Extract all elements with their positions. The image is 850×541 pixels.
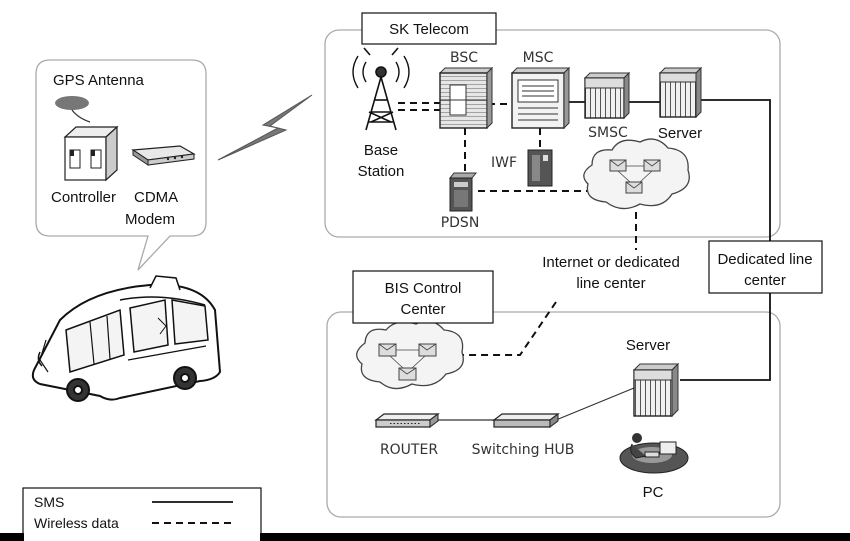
pc-user-icon bbox=[619, 433, 689, 474]
bus-icon bbox=[31, 275, 222, 402]
antenna-tower-icon bbox=[352, 47, 410, 131]
legend-box bbox=[22, 487, 262, 541]
bsc-rack-icon bbox=[438, 66, 494, 130]
dedicated-line-box bbox=[708, 240, 823, 294]
sk-telecom-title: SK Telecom bbox=[389, 21, 469, 38]
pdsn-label: PDSN bbox=[441, 215, 480, 231]
legend-wireless-label: Wireless data bbox=[34, 515, 119, 531]
bis-title-box bbox=[352, 270, 494, 324]
bis-panel bbox=[326, 311, 781, 518]
sk-telecom-panel bbox=[324, 29, 781, 238]
bus-callout-bubble bbox=[35, 59, 207, 271]
dedicated-label-2: center bbox=[744, 272, 786, 289]
iwf-rack-icon bbox=[527, 149, 553, 187]
dedicated-label-1: Dedicated line bbox=[717, 251, 812, 268]
bottom-bar bbox=[0, 533, 850, 541]
cloud-network-icon bbox=[356, 320, 464, 390]
router-icon bbox=[374, 413, 440, 428]
router-label: ROUTER bbox=[380, 442, 438, 458]
sk-server-label: Server bbox=[658, 125, 702, 142]
modem-label: Modem bbox=[125, 211, 175, 228]
server-rack-icon bbox=[632, 362, 680, 418]
gps-antenna-icon bbox=[55, 96, 91, 123]
gps-antenna-label: GPS Antenna bbox=[53, 72, 145, 89]
cdma-modem-icon bbox=[131, 145, 196, 166]
switching-hub-icon bbox=[492, 413, 560, 428]
legend-sms-label: SMS bbox=[34, 494, 64, 510]
pc-label: PC bbox=[643, 484, 664, 501]
controller-label: Controller bbox=[51, 189, 116, 206]
smsc-label: SMSC bbox=[588, 125, 628, 141]
cloud-network-icon bbox=[583, 138, 690, 210]
internet-label-1: Internet or dedicated bbox=[542, 254, 680, 271]
base-station-label-1: Base bbox=[364, 142, 398, 159]
sms-link-hub-server bbox=[555, 387, 635, 421]
bsc-label: BSC bbox=[450, 50, 478, 66]
sms-link-sk-to-bis bbox=[680, 99, 771, 381]
bis-title-2: Center bbox=[400, 301, 445, 318]
sk-telecom-label-box bbox=[361, 12, 497, 45]
controller-box-icon bbox=[63, 125, 119, 182]
hub-label: Switching HUB bbox=[472, 442, 575, 458]
smsc-rack-icon bbox=[583, 71, 631, 120]
base-station-label-2: Station bbox=[358, 163, 405, 180]
pdsn-rack-icon bbox=[448, 172, 478, 212]
server-rack-icon bbox=[658, 66, 703, 119]
bis-server-label: Server bbox=[626, 337, 670, 354]
bis-title-1: BIS Control bbox=[385, 280, 462, 297]
iwf-label: IWF bbox=[491, 155, 517, 171]
bottom-bar-gap bbox=[24, 533, 260, 541]
cdma-label: CDMA bbox=[134, 189, 178, 206]
lightning-bolt-icon bbox=[217, 94, 313, 161]
internet-label-2: line center bbox=[576, 275, 645, 292]
msc-label: MSC bbox=[523, 50, 554, 66]
msc-rack-icon bbox=[510, 66, 571, 130]
